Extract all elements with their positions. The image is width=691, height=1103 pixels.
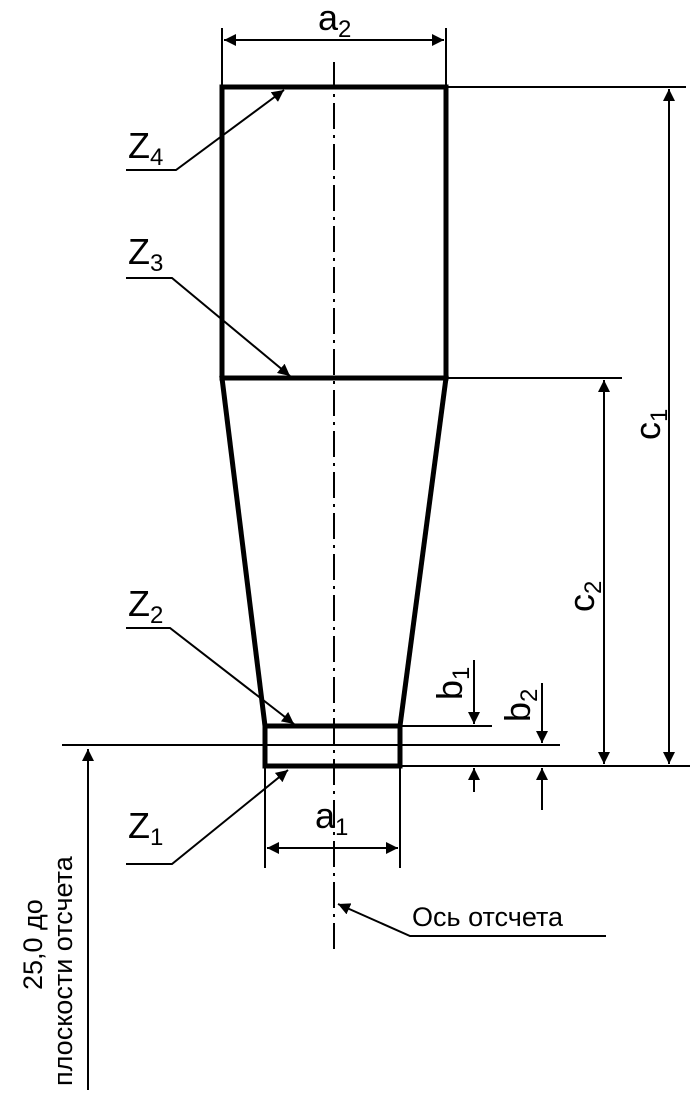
label-b2: b2: [497, 689, 543, 722]
label-a1: a1: [315, 795, 348, 841]
leader-z1: Z1: [126, 769, 289, 865]
leader-z4: Z4: [126, 89, 285, 171]
dimension-a1: a1: [264, 766, 401, 868]
label-z2: Z2: [128, 583, 163, 629]
label-c2: c2: [561, 581, 607, 612]
label-z3: Z3: [128, 231, 163, 277]
reference-note: 25,0 до плоскости отсчета: [18, 855, 78, 1086]
dimension-c2: c2: [446, 377, 622, 764]
leader-z2: Z2: [126, 583, 295, 725]
dimension-b2: b2: [400, 683, 560, 810]
label-a2: a2: [318, 0, 351, 43]
label-b1: b1: [429, 667, 475, 700]
dimension-a2: a2: [221, 0, 447, 87]
dimension-b1: b1: [400, 660, 492, 792]
axis-label: Ось отсчета: [412, 902, 564, 932]
taper-left-edge: [219, 375, 268, 729]
label-z1: Z1: [128, 805, 163, 851]
reference-note-line1: 25,0 до: [18, 899, 48, 990]
label-z4: Z4: [128, 125, 163, 171]
reference-note-line2: плоскости отсчета: [48, 855, 78, 1086]
axis-label-leader: Ось отсчета: [337, 902, 606, 937]
taper-right-edge: [397, 375, 449, 729]
label-c1: c1: [627, 409, 673, 440]
leader-z3: Z3: [126, 231, 291, 377]
